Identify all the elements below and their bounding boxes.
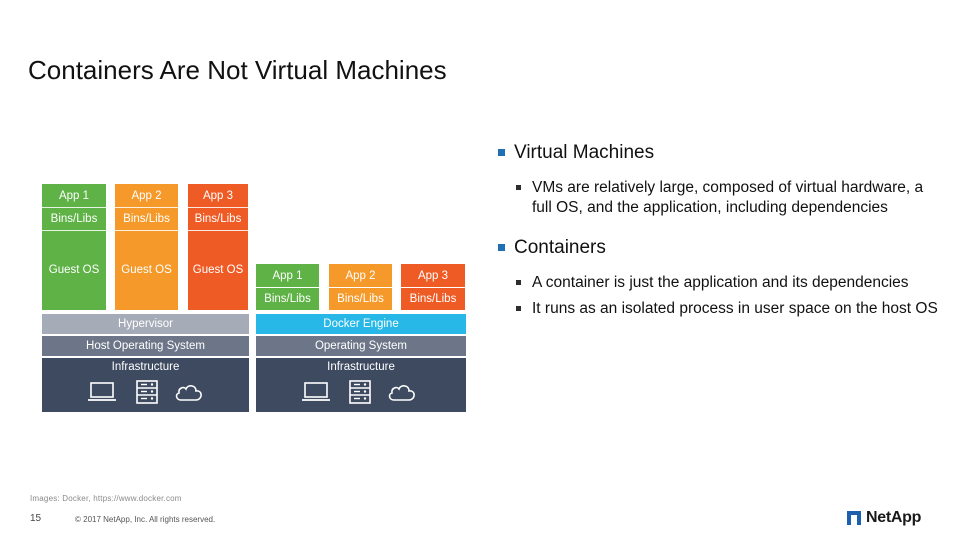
vm-app-3: App 3 [202, 189, 234, 202]
bullet-marker [498, 244, 505, 251]
vm-app-2: App 2 [131, 189, 162, 202]
vm-app-1: App 1 [58, 189, 90, 202]
divider [42, 230, 106, 231]
bullet-item-text: A container is just the application and … [532, 274, 909, 291]
laptop-icon [302, 382, 330, 401]
container-app-2: App 2 [329, 264, 392, 287]
bullet-heading-vm-text: Virtual Machines [514, 142, 655, 163]
operating-system-layer: Operating System [256, 336, 466, 356]
vm-guest-os-3: Guest OS [192, 264, 244, 276]
bullet-heading-vm: Virtual Machines [498, 142, 938, 164]
bullet-item: VMs are relatively large, composed of vi… [498, 178, 938, 217]
container-app-1: App 1 [256, 264, 319, 287]
divider [188, 230, 248, 231]
divider [329, 287, 392, 288]
host-os-layer: Host Operating System [42, 336, 249, 356]
vm-guest-os-2: Guest OS [121, 264, 172, 276]
server-icon [349, 380, 371, 404]
vm-bins-2: Bins/Libs [123, 213, 170, 225]
divider [188, 207, 248, 208]
vm-guest-os-1: Guest OS [48, 264, 100, 276]
container-app-3: App 3 [401, 264, 465, 287]
bullet-item-text: VMs are relatively large, composed of vi… [532, 179, 924, 216]
laptop-icon [88, 382, 116, 401]
divider [115, 207, 178, 208]
bullet-marker [516, 280, 521, 285]
docker-engine-layer: Docker Engine [256, 314, 466, 334]
vm-column-2 [115, 184, 178, 310]
container-bins-3: Bins/Libs [401, 288, 465, 310]
cloud-icon [175, 385, 202, 401]
netapp-logo: NetApp [846, 509, 921, 527]
vm-vs-container-diagram: App 1 App 2 App 3 Bins/Libs Bins/Libs Bi… [40, 182, 466, 412]
page-number: 15 [30, 513, 42, 524]
divider [256, 287, 319, 288]
divider [115, 230, 178, 231]
bullet-marker [516, 185, 521, 190]
hypervisor-layer: Hypervisor [42, 314, 249, 334]
bullet-marker [516, 305, 521, 311]
vm-bins-3: Bins/Libs [194, 213, 242, 225]
slide-title: Containers Are Not Virtual Machines [28, 55, 447, 85]
vm-bins-1: Bins/Libs [50, 213, 98, 225]
netapp-mark-icon [847, 511, 861, 525]
bullet-heading-containers: Containers [498, 237, 938, 259]
bullet-item: A container is just the application and … [498, 273, 938, 293]
bullet-list: Virtual Machines VMs are relatively larg… [498, 142, 938, 324]
image-credit: Images: Docker, https://www.docker.com [30, 494, 182, 503]
container-bins-2: Bins/Libs [329, 288, 392, 310]
container-bins-1: Bins/Libs [256, 288, 319, 310]
vm-column-3 [188, 184, 248, 310]
vm-column-1 [42, 184, 106, 310]
divider [401, 287, 465, 288]
server-icon [136, 380, 158, 404]
cloud-icon [388, 385, 415, 401]
bullet-item-text: It runs as an isolated process in user s… [532, 299, 938, 317]
bullet-item: It runs as an isolated process in user s… [498, 299, 938, 319]
netapp-logo-text: NetApp [866, 509, 922, 526]
bullet-marker [498, 149, 505, 156]
divider [42, 207, 106, 208]
bullet-heading-containers-text: Containers [514, 237, 606, 258]
copyright-notice: © 2017 NetApp, Inc. All rights reserved. [75, 515, 216, 524]
